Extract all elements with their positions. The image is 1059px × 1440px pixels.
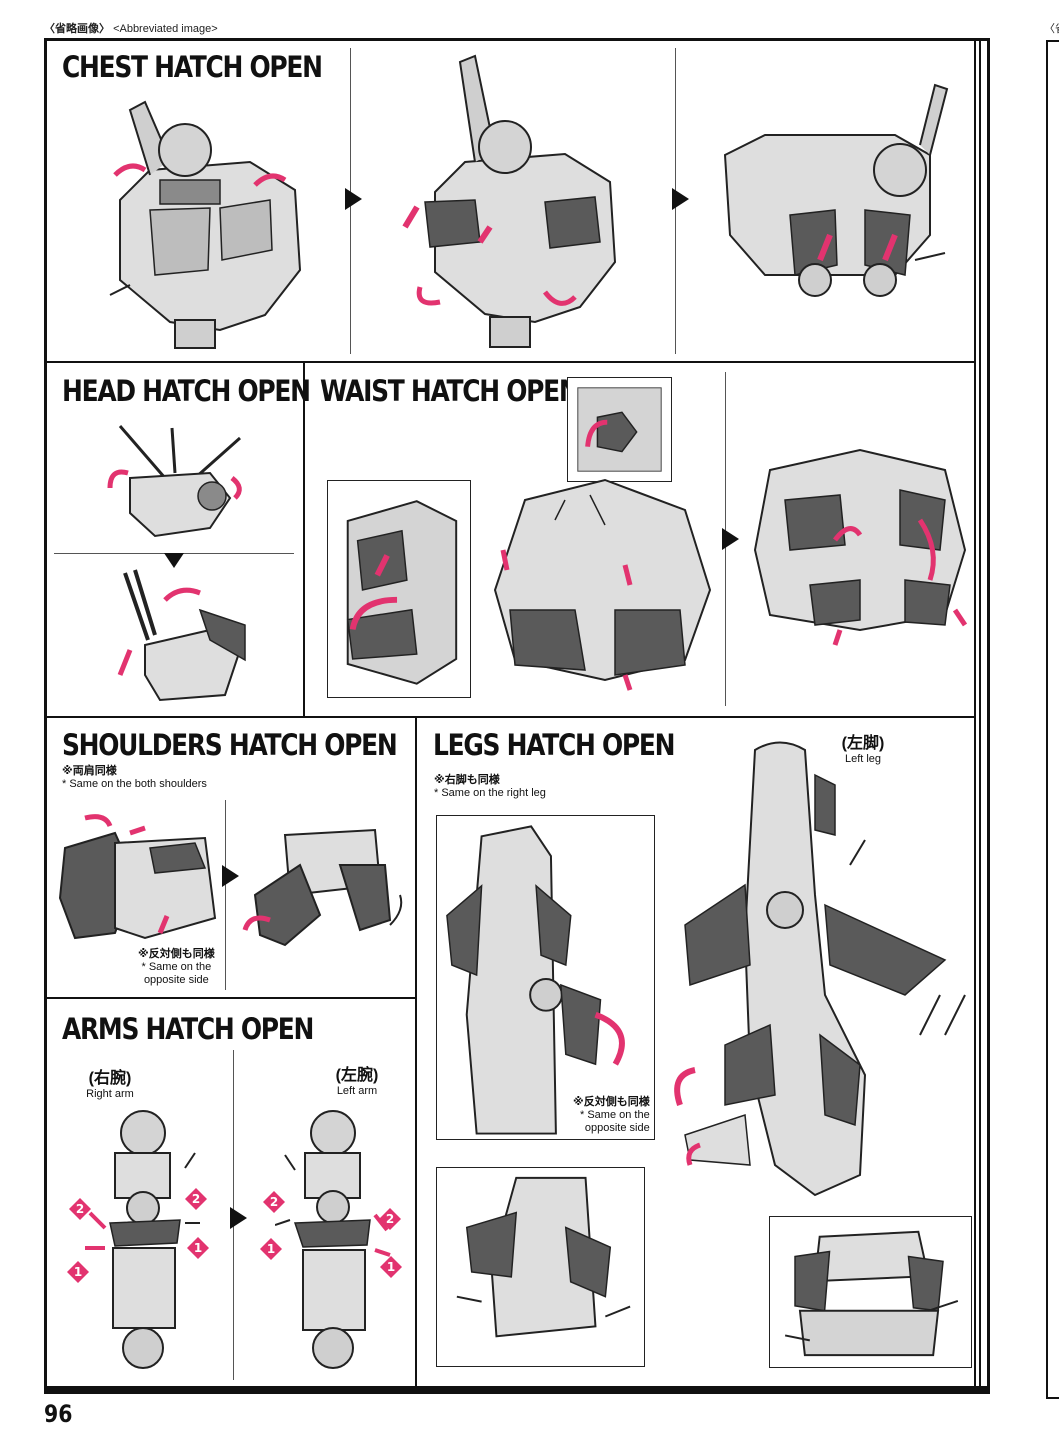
svg-text:2: 2	[386, 1212, 394, 1226]
step-1-badge: 1	[186, 1236, 210, 1260]
legs-foot-inset-2	[769, 1216, 972, 1368]
arms-hatch-title: ARMS HATCH OPEN	[62, 1012, 314, 1046]
chest-step-arrow-2	[672, 188, 689, 210]
divider-legs-vertical	[415, 716, 417, 1388]
chest-step-arrow-1	[345, 188, 362, 210]
next-page-edge-text: 〈省	[1044, 23, 1059, 35]
right-arm-label: (右腕) Right arm	[86, 1070, 134, 1100]
waist-step-arrow	[722, 528, 739, 550]
step-2-badge: 2	[262, 1190, 286, 1214]
waist-side-inset	[327, 480, 471, 698]
waist-hatch-title: WAIST HATCH OPEN	[320, 374, 580, 408]
shoulders-illustration-step-1	[55, 808, 220, 948]
svg-text:1: 1	[387, 1260, 395, 1274]
head-hatch-title: HEAD HATCH OPEN	[62, 374, 311, 408]
divider-shoulders	[44, 997, 416, 999]
waist-illustration-step-1	[485, 470, 715, 695]
left-leg-label: (左脚) Left leg	[841, 735, 885, 765]
shoulders-illustration-step-2	[240, 825, 410, 955]
waist-illustration-step-2	[750, 440, 975, 650]
svg-text:2: 2	[192, 1192, 200, 1206]
legs-opposite-note: ※反対側も同様 * Same on the opposite side	[573, 1096, 650, 1134]
frame-bottom-bar	[44, 1386, 990, 1394]
legs-side-inset	[436, 815, 655, 1140]
head-step-arrow	[164, 553, 184, 568]
step-1-badge: 1	[379, 1255, 403, 1279]
legs-foot-inset-1	[436, 1167, 645, 1367]
svg-text:1: 1	[267, 1242, 275, 1256]
chest-hatch-title: CHEST HATCH OPEN	[62, 50, 323, 84]
svg-text:1: 1	[194, 1241, 202, 1255]
chest-illustration-step-2	[395, 52, 635, 352]
svg-text:2: 2	[76, 1202, 84, 1216]
abbreviated-image-note: 〈省略画像〉 <Abbreviated image>	[44, 23, 218, 35]
right-arm-illustration	[85, 1108, 205, 1370]
legs-note: ※右脚も同様 * Same on the right leg	[434, 774, 546, 799]
left-arm-label: (左腕) Left arm	[335, 1067, 379, 1097]
divider-head-vertical	[303, 361, 305, 717]
shoulders-hatch-title: SHOULDERS HATCH OPEN	[62, 728, 398, 762]
divider-chest	[44, 361, 974, 363]
head-illustration-step-2	[100, 565, 260, 705]
shoulders-step-arrow	[222, 865, 239, 887]
head-illustration-step-1	[100, 418, 250, 543]
frame-right-bar	[974, 38, 990, 1394]
shoulders-note: ※両肩同様 * Same on the both shoulders	[62, 765, 207, 790]
svg-text:1: 1	[74, 1265, 82, 1279]
step-2-badge: 2	[68, 1197, 92, 1221]
divider-head-waist	[44, 716, 974, 718]
chest-illustration-step-3	[715, 75, 955, 330]
shoulders-opposite-note: ※反対側も同様 * Same on the opposite side	[138, 948, 215, 986]
waist-detail-inset	[567, 377, 672, 482]
left-arm-illustration	[275, 1105, 395, 1370]
step-1-badge: 1	[66, 1260, 90, 1284]
step-2-badge: 2	[378, 1207, 402, 1231]
next-page-border	[1046, 40, 1059, 1399]
step-2-badge: 2	[184, 1187, 208, 1211]
arms-step-arrow	[230, 1207, 247, 1229]
page-number: 96	[44, 1400, 73, 1428]
left-leg-illustration	[665, 735, 970, 1200]
step-1-badge: 1	[259, 1237, 283, 1261]
chest-illustration-step-1	[90, 90, 310, 350]
shoulders-step-divider	[225, 800, 226, 990]
svg-text:2: 2	[270, 1195, 278, 1209]
legs-hatch-title: LEGS HATCH OPEN	[433, 728, 675, 762]
